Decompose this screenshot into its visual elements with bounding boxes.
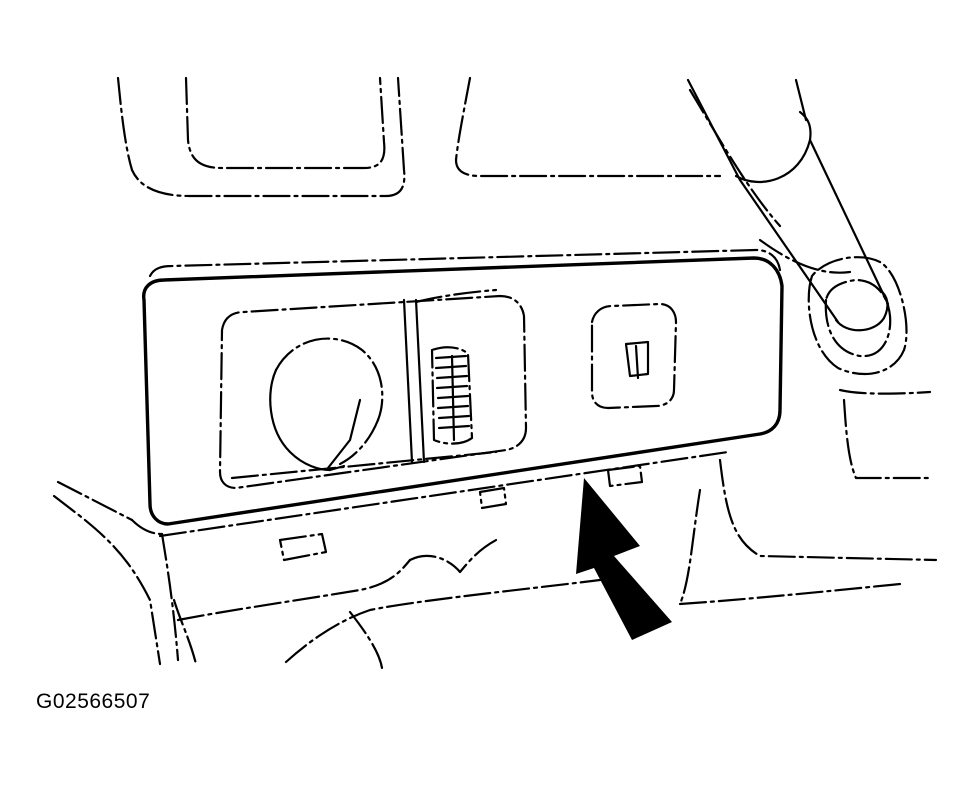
upper-dash-outline: [116, 76, 852, 274]
pointer-arrow: [576, 478, 672, 640]
dimmer-thumbwheel: [430, 346, 474, 445]
retaining-clips: [278, 464, 644, 562]
switch-bezel: [142, 248, 784, 538]
right-trim: [678, 388, 938, 606]
arrow-head: [576, 478, 672, 640]
figure-id-label: G02566507: [36, 690, 151, 713]
lower-dash-trim: [52, 480, 602, 670]
headlamp-knob: [269, 337, 384, 472]
aux-switch: [590, 302, 678, 410]
steering-column: [686, 78, 908, 376]
